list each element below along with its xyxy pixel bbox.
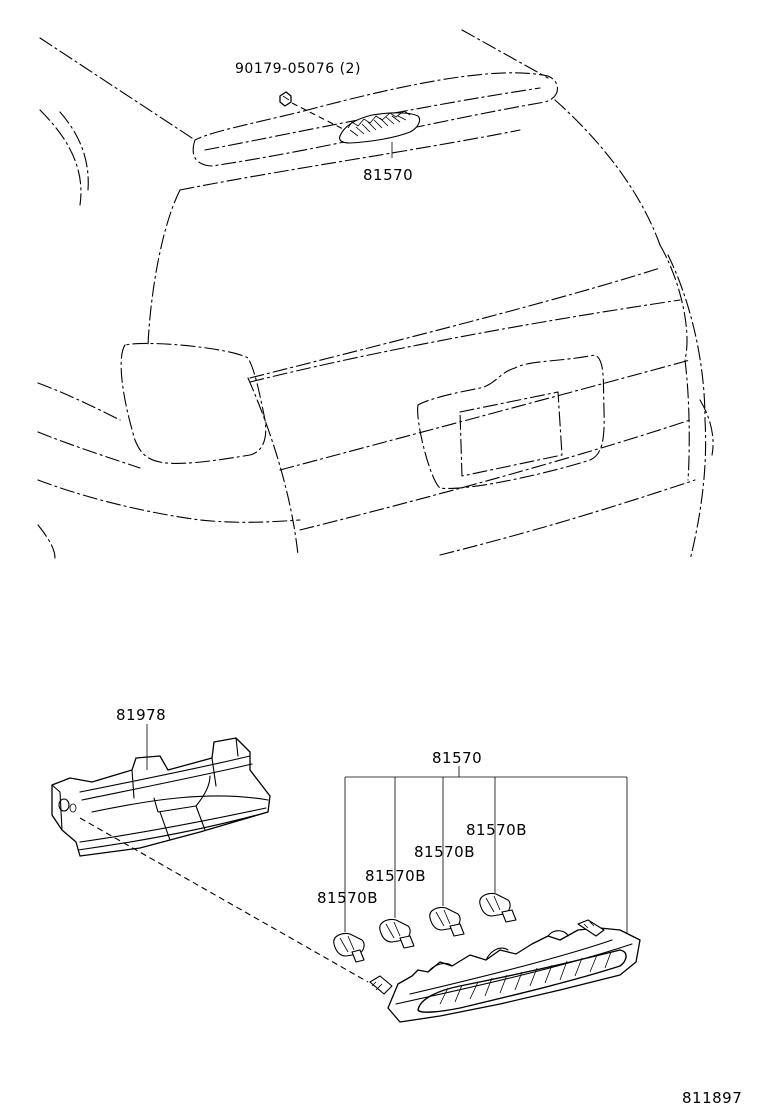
bulb-socket-2 (379, 918, 415, 949)
label-lamp-assy: 81570 (432, 749, 482, 767)
vehicle-rear-outline (37, 29, 714, 561)
label-socket-3: 81570B (414, 843, 475, 861)
lamp-cover-part (51, 724, 369, 983)
lamp-assembly-part (344, 766, 641, 1023)
bulb-socket-3 (429, 906, 465, 937)
figure-id: 811897 (682, 1089, 742, 1107)
label-socket-4: 81570B (466, 821, 527, 839)
label-cover: 81978 (116, 706, 166, 724)
label-lamp-top: 81570 (363, 166, 413, 184)
bulb-socket-4 (479, 892, 517, 923)
label-bolt-top: 90179-05076 (2) (235, 61, 361, 77)
label-socket-2: 81570B (365, 867, 426, 885)
label-socket-1: 81570B (317, 889, 378, 907)
bulb-socket-1 (333, 932, 365, 963)
